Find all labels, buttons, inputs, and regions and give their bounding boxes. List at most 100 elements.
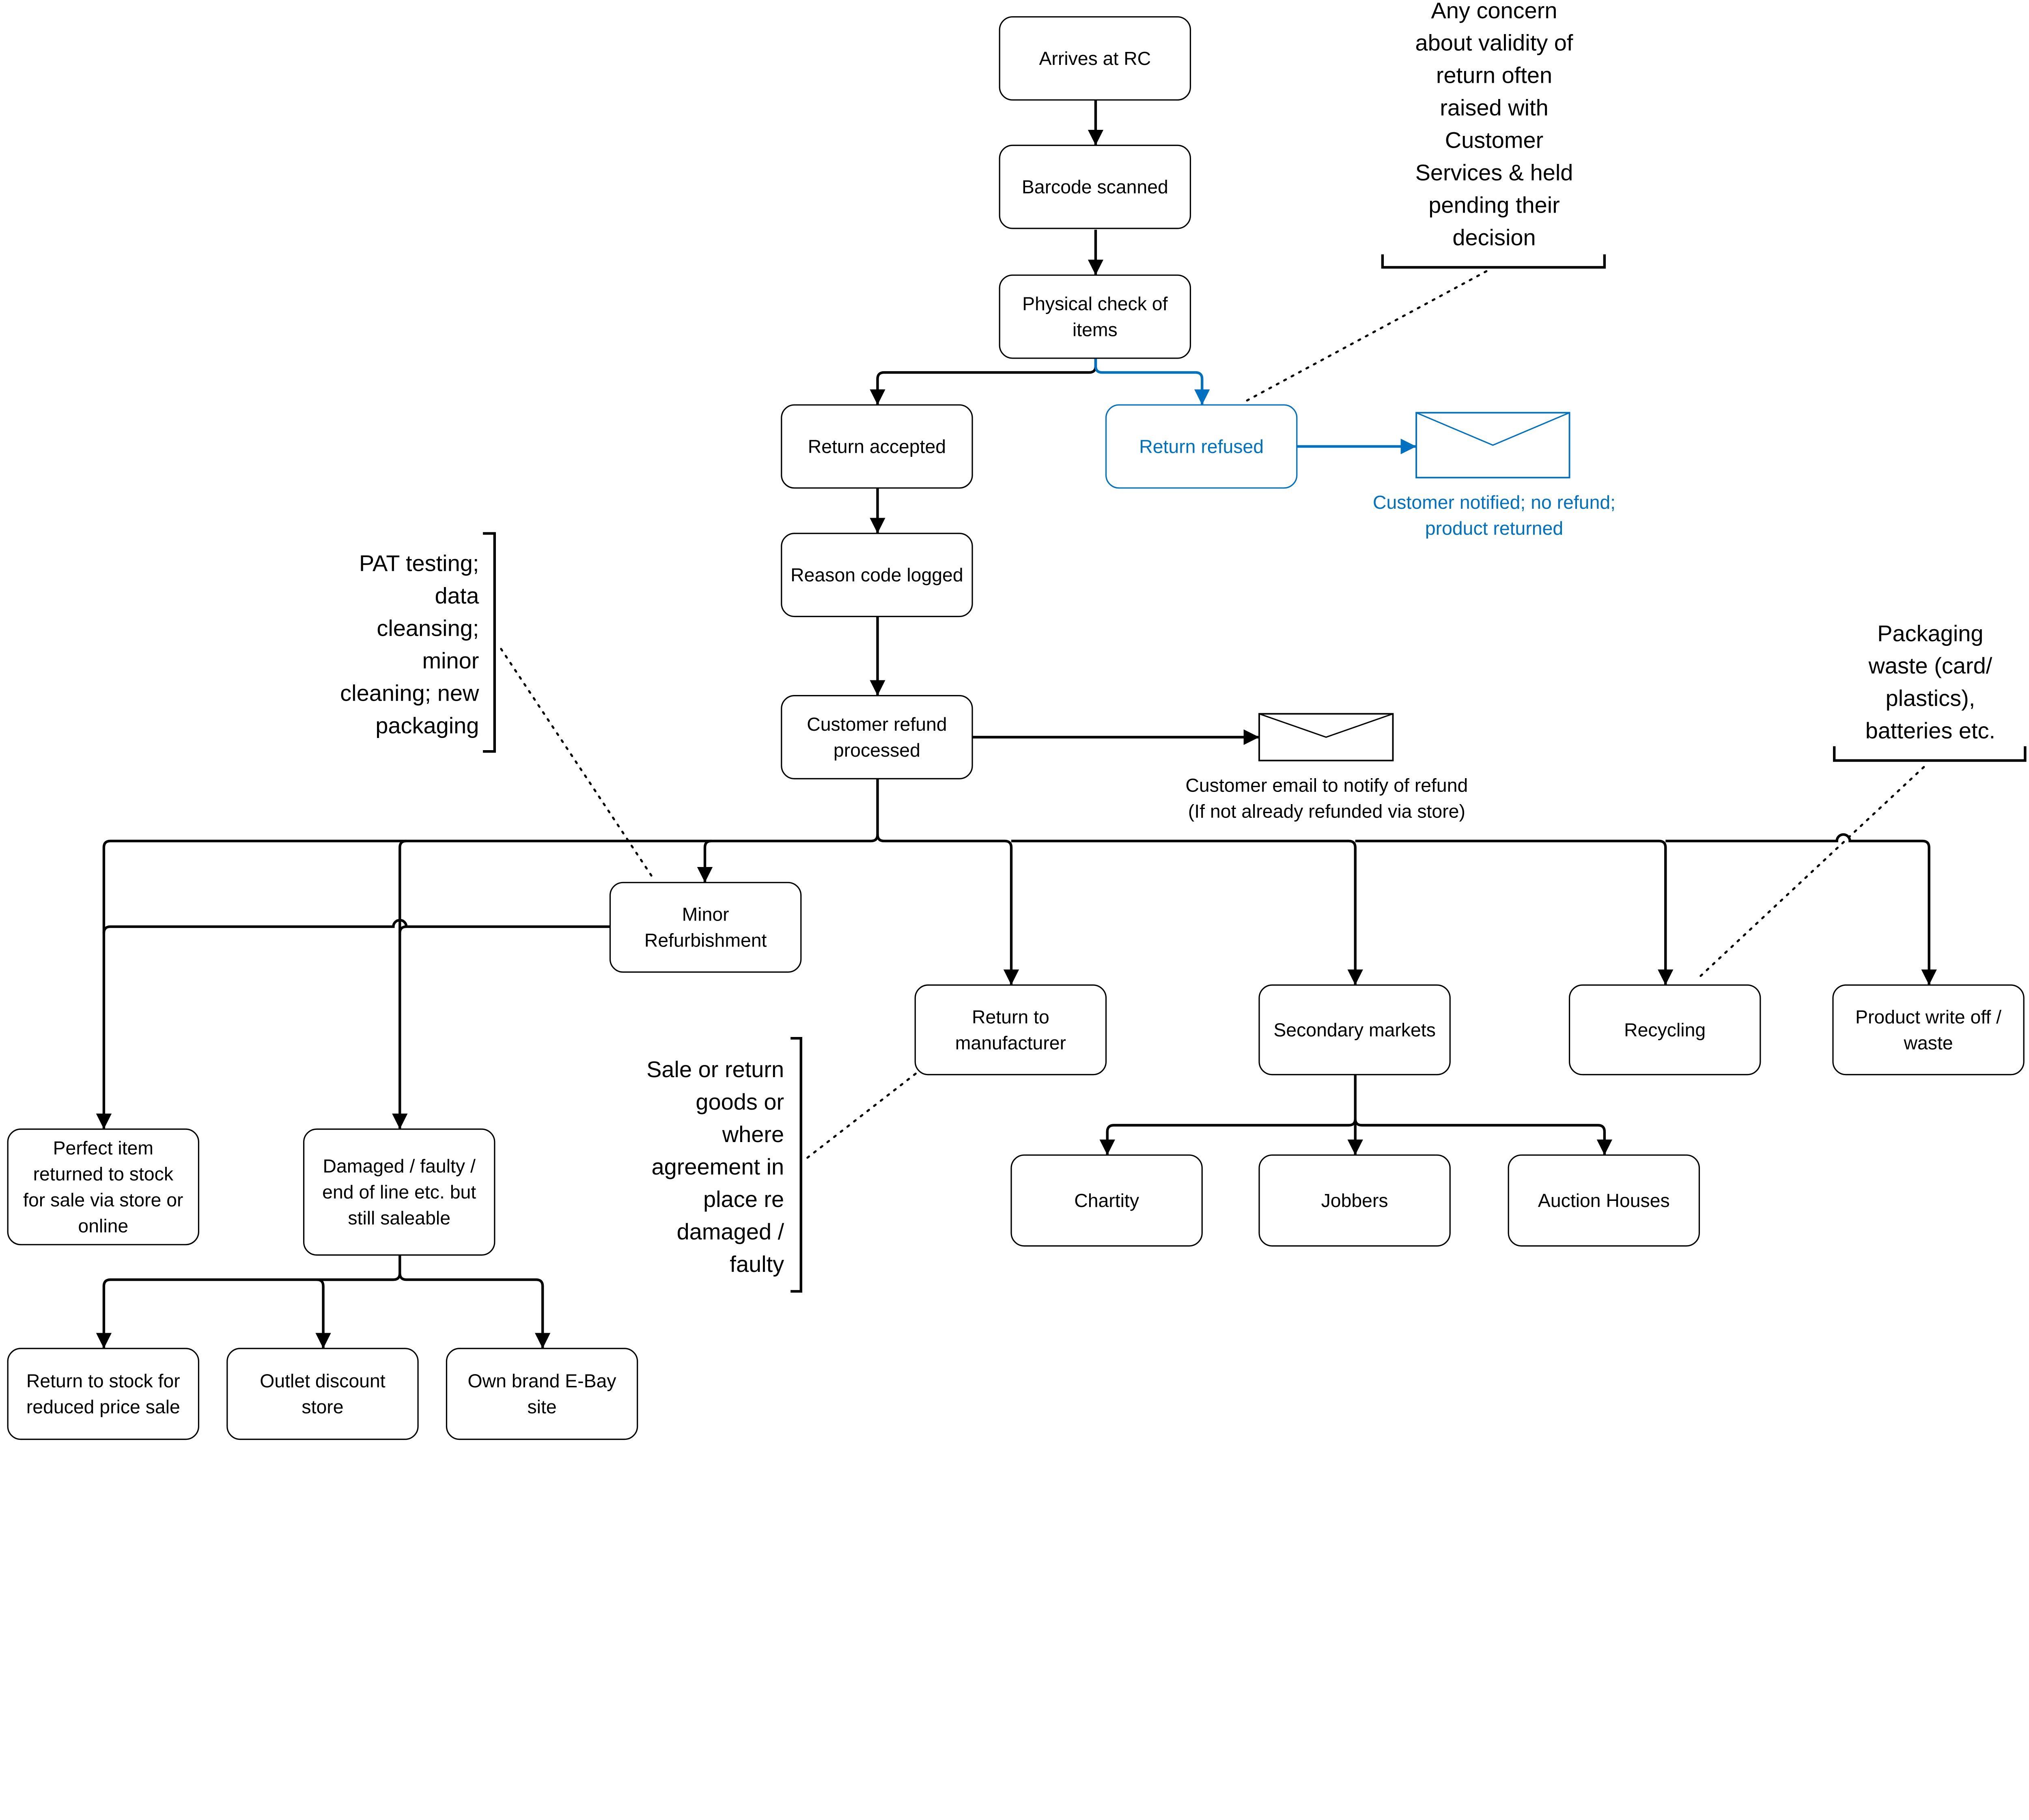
- connector-arrow: [1354, 1119, 1613, 1155]
- connector-arrow: [1099, 1074, 1357, 1155]
- annotation-bracket: [790, 1037, 802, 1293]
- envelope-icon: [1258, 713, 1394, 762]
- connector-arrow: [315, 1278, 394, 1349]
- annotation-pointer: [1243, 270, 1488, 404]
- node-box: [446, 1348, 638, 1440]
- annotation-pointer: [500, 648, 655, 881]
- node-label: end of line etc. but: [322, 1181, 476, 1203]
- node-box: [7, 1348, 200, 1440]
- node-label: Barcode scanned: [1022, 176, 1168, 198]
- annotations: Any concern about validity of return often…: [340, 0, 2027, 1293]
- node-box: [1832, 984, 2025, 1076]
- connector-arrow: [1355, 839, 1674, 985]
- node-refused: Return refused: [1105, 404, 1298, 489]
- notification-caption: product returned: [1425, 518, 1563, 539]
- annotation-text: Any concern: [1431, 0, 1557, 23]
- node-box: [1568, 984, 1761, 1076]
- node-box: [1508, 1154, 1700, 1247]
- node-label: reduced price sale: [26, 1396, 180, 1418]
- connector-arrow: [96, 839, 407, 1129]
- connector-arrow: [1665, 833, 1937, 985]
- node-physical: Physical check of items: [999, 274, 1191, 359]
- annotation-bracket: [1833, 746, 2027, 762]
- annotation-text: raised with: [1440, 95, 1549, 120]
- annotation-pointer: [1699, 766, 1925, 977]
- annotation-text: cleaning; new: [340, 680, 479, 706]
- node-label: Reason code logged: [790, 564, 963, 585]
- node-box: [1258, 984, 1451, 1076]
- node-label: Return accepted: [808, 436, 946, 457]
- connector-arrow: [870, 358, 1097, 405]
- node-label: Physical check of: [1022, 293, 1167, 314]
- node-box: [781, 404, 973, 489]
- node-label: Own brand E-Bay: [468, 1370, 617, 1392]
- connector-arrow: [697, 779, 879, 883]
- notification-caption: (If not already refunded via store): [1188, 800, 1465, 822]
- node-box: [781, 695, 973, 779]
- node-label: Product write off /: [1855, 1006, 2001, 1027]
- node-label: Arrives at RC: [1039, 48, 1151, 69]
- node-box: [1105, 404, 1298, 489]
- node-label: Chartity: [1074, 1190, 1139, 1211]
- node-label: Customer refund: [807, 714, 947, 735]
- annotation-text: PAT testing;: [359, 551, 479, 576]
- connector-arrow: [398, 1273, 551, 1349]
- annotation-text: goods or: [696, 1089, 784, 1114]
- node-charity: Chartity: [1010, 1154, 1203, 1247]
- node-box: [999, 16, 1191, 101]
- annotation-pointer: [806, 1071, 919, 1159]
- node-box: [226, 1348, 419, 1440]
- node-box: [1258, 1154, 1451, 1247]
- node-label: Secondary markets: [1273, 1019, 1436, 1040]
- node-label: items: [1073, 319, 1118, 340]
- connectors: [96, 100, 1937, 1349]
- connector-arrow: [398, 925, 407, 934]
- notification-caption: Customer email to notify of refund: [1185, 774, 1468, 796]
- node-label: Minor: [682, 904, 729, 925]
- node-box: [914, 984, 1107, 1076]
- connector-arrow: [96, 1255, 401, 1349]
- node-refund: Customer refund processed: [781, 695, 973, 779]
- notification-refund-email: Customer email to notify of refund (If no…: [1185, 713, 1468, 822]
- annotation-text: Customer: [1445, 127, 1544, 153]
- node-box: [7, 1128, 200, 1246]
- node-box: [999, 274, 1191, 359]
- annotation-text: cleansing;: [377, 615, 479, 641]
- annotation-text: data: [435, 583, 479, 609]
- annotation-text: agreement in: [651, 1154, 784, 1179]
- node-label: Refurbishment: [644, 930, 767, 951]
- node-box: [1010, 1154, 1203, 1247]
- annotation-text: about validity of: [1415, 30, 1573, 56]
- connector-arrow: [876, 834, 1019, 985]
- annotation-text: plastics),: [1885, 685, 1975, 711]
- annotation-text: return often: [1436, 62, 1552, 88]
- annotation-bracket: [483, 532, 496, 753]
- node-arrives: Arrives at RC: [999, 16, 1191, 101]
- annotation-text: waste (card/: [1868, 653, 1992, 678]
- annotation-sale: Sale or return goods or where agreement in p…: [646, 1037, 919, 1293]
- notifications: Customer notified; no refund;product ret…: [1185, 412, 1615, 822]
- node-damaged: Damaged / faulty /end of line etc. butst…: [303, 1128, 495, 1256]
- envelope-icon: [1415, 412, 1570, 479]
- node-barcode: Barcode scanned: [999, 144, 1191, 229]
- node-recycling: Recycling: [1568, 984, 1761, 1076]
- annotation-text: place re: [703, 1186, 784, 1212]
- node-secondary: Secondary markets: [1258, 984, 1451, 1076]
- annotation-text: batteries etc.: [1865, 718, 1995, 743]
- node-label: Recycling: [1624, 1019, 1706, 1040]
- connector-arrow: [102, 919, 610, 934]
- node-label: Perfect item: [53, 1137, 153, 1158]
- node-box: [303, 1128, 495, 1256]
- connector-arrow: [1011, 839, 1363, 985]
- annotation-text: where: [722, 1121, 784, 1147]
- node-label: online: [78, 1215, 128, 1236]
- annotation-text: packaging: [375, 712, 479, 738]
- node-label: processed: [834, 740, 920, 761]
- annotation-text: Sale or return: [646, 1056, 784, 1082]
